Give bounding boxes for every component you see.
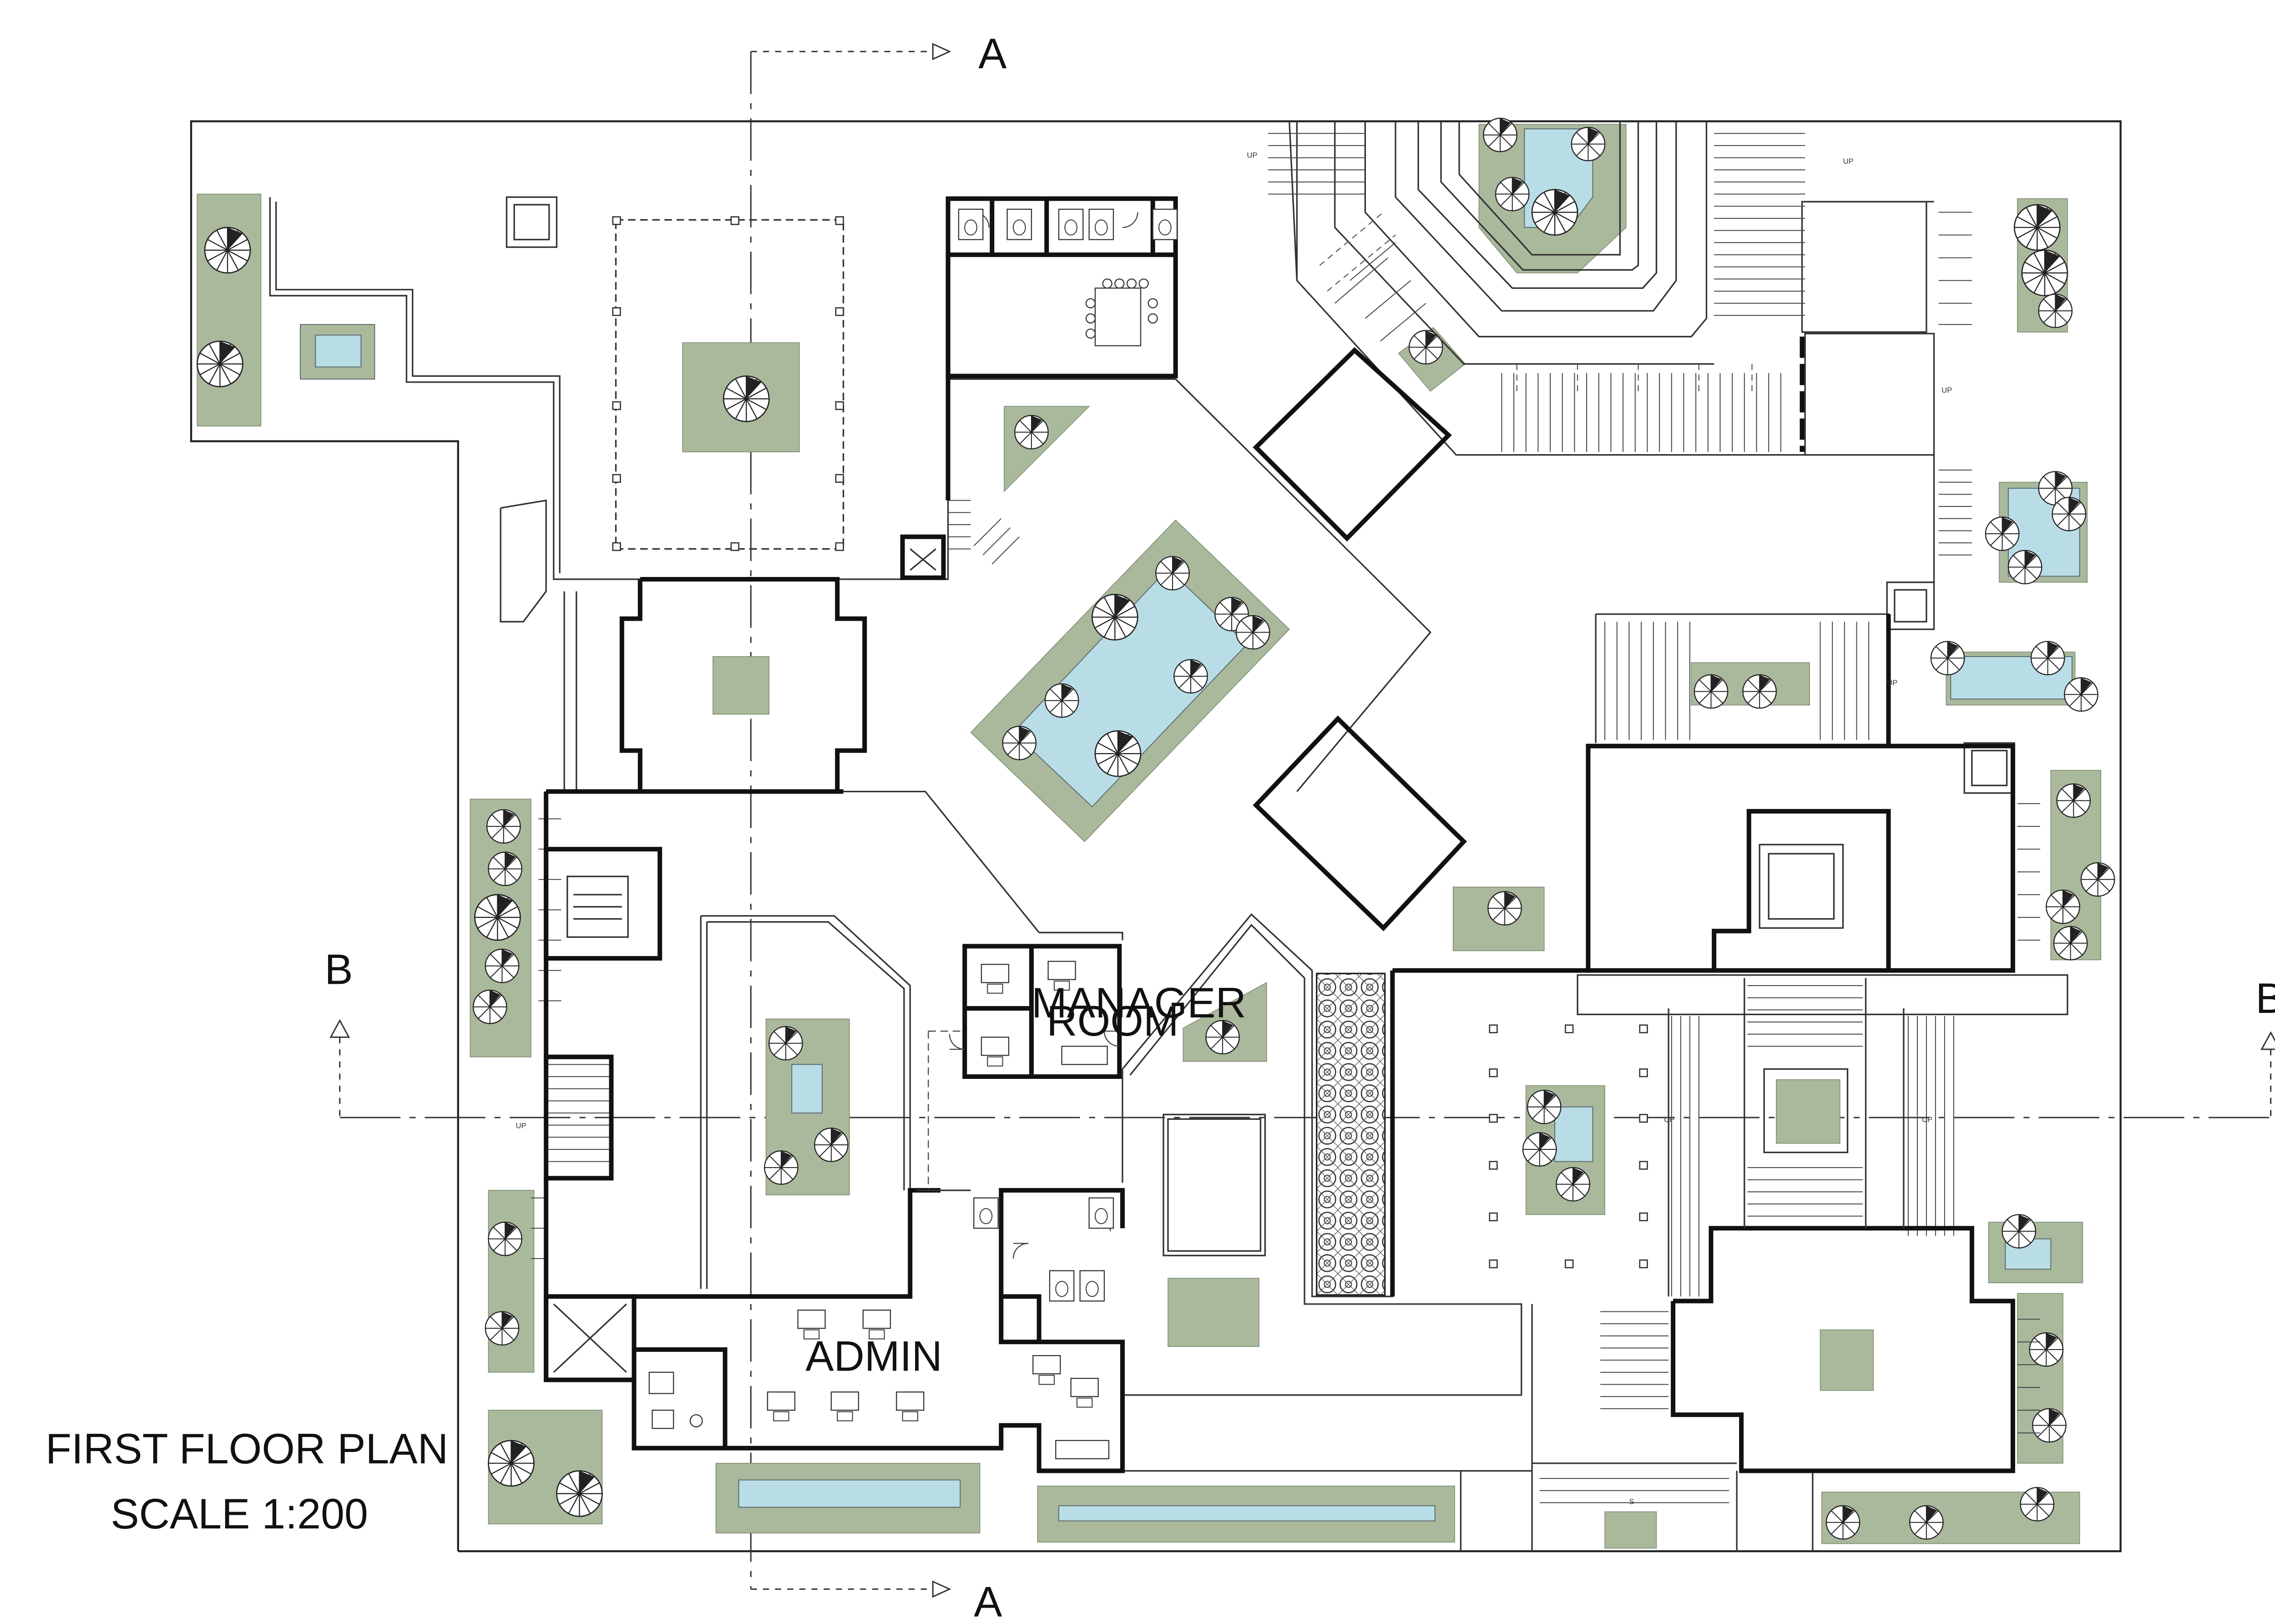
drawing-scale: SCALE 1:200 bbox=[111, 1490, 368, 1538]
terrace-outlines bbox=[269, 121, 2068, 1552]
section-mark-b-right: B bbox=[2255, 975, 2275, 1022]
svg-text:UP: UP bbox=[1887, 678, 1897, 687]
svg-text:UP: UP bbox=[1247, 151, 1257, 160]
building-walls bbox=[544, 196, 2015, 1473]
stair-treads bbox=[531, 133, 2040, 1503]
section-line-a-a bbox=[750, 43, 951, 1598]
site-boundary bbox=[190, 120, 2122, 1553]
svg-text:UP: UP bbox=[1941, 386, 1952, 395]
drawing-title: FIRST FLOOR PLAN bbox=[46, 1425, 448, 1472]
svg-text:UP: UP bbox=[1843, 157, 1854, 166]
columns bbox=[612, 216, 1648, 1269]
section-mark-b-left: B bbox=[324, 946, 353, 993]
decorative-screen bbox=[1316, 972, 1386, 1296]
stair-up-marks: UP UP UP UP UP UP UP S bbox=[516, 151, 1952, 1506]
furniture bbox=[553, 208, 1178, 1459]
svg-text:UP: UP bbox=[1664, 1115, 1674, 1124]
corridor-outline bbox=[916, 931, 1905, 1297]
admin-room-label: ADMIN bbox=[805, 1333, 942, 1380]
section-mark-a-top: A bbox=[978, 30, 1007, 77]
manager-room-label-1: MANAGER bbox=[1031, 979, 1246, 1027]
svg-text:S: S bbox=[1629, 1498, 1634, 1506]
landscape-planters bbox=[197, 124, 2102, 1549]
svg-text:UP: UP bbox=[1922, 1115, 1932, 1124]
manager-room-label-2: ROOM bbox=[1046, 997, 1178, 1045]
terrace-steps-dashed bbox=[1319, 212, 1753, 395]
section-mark-a-bottom: A bbox=[974, 1578, 1002, 1624]
svg-text:UP: UP bbox=[516, 1121, 526, 1130]
section-line-b-b bbox=[329, 1019, 2275, 1118]
